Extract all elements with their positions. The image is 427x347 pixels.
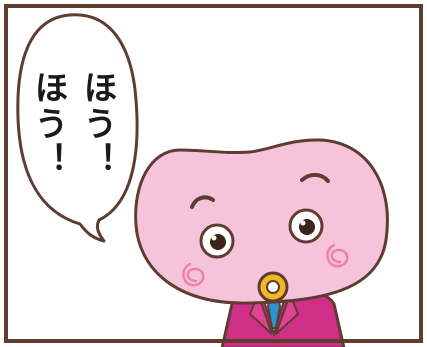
character bbox=[134, 138, 389, 347]
panel-frame bbox=[4, 4, 423, 343]
speech-bubble bbox=[16, 13, 139, 243]
speech-line-1: ほう！ bbox=[77, 70, 117, 178]
cheek-right bbox=[326, 243, 349, 268]
beak bbox=[257, 271, 289, 303]
speech-line-2: ほう！ bbox=[28, 70, 68, 178]
head bbox=[134, 138, 389, 305]
eyebrow-right bbox=[300, 172, 330, 183]
lapel-right bbox=[275, 291, 300, 335]
eye-left bbox=[199, 223, 235, 259]
eyebrow-left bbox=[190, 195, 215, 209]
eye-right bbox=[288, 208, 324, 244]
cheek-left bbox=[182, 262, 205, 287]
